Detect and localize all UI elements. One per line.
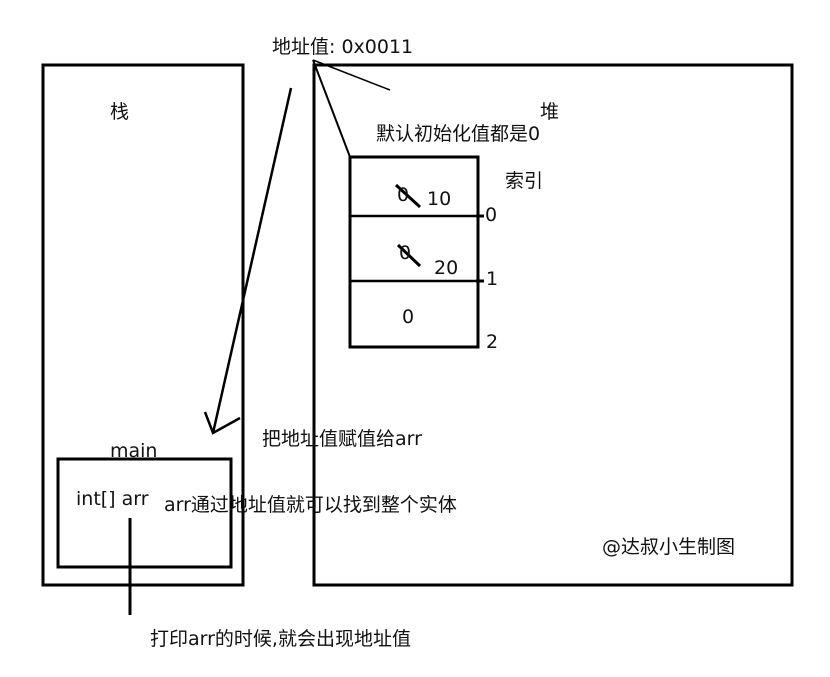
strike-mark-cell-1 bbox=[396, 243, 422, 268]
stack-region-box bbox=[41, 63, 245, 587]
main-frame-box bbox=[56, 457, 233, 569]
cell-0-value: 10 bbox=[427, 188, 452, 210]
address-value-label: 地址值: 0x0011 bbox=[272, 36, 414, 58]
cell-1-old-value: 0 bbox=[399, 242, 412, 264]
assign-note: 把地址值赋值给arr bbox=[262, 428, 422, 450]
cell-1-index: 1 bbox=[486, 268, 499, 290]
address-pointer-line bbox=[312, 59, 351, 158]
heap-region-box bbox=[312, 63, 794, 587]
array-box bbox=[348, 155, 480, 349]
array-declaration: int[] arr bbox=[76, 488, 149, 510]
stack-label: 栈 bbox=[110, 101, 130, 123]
strike-mark-cell-0 bbox=[394, 183, 422, 209]
cell-0-old-value: 0 bbox=[397, 184, 410, 206]
cell-0-index: 0 bbox=[485, 204, 498, 226]
heap-label: 堆 bbox=[540, 101, 560, 123]
access-note: arr通过地址值就可以找到整个实体 bbox=[164, 494, 457, 516]
default-init-note: 默认初始化值都是0 bbox=[376, 123, 541, 145]
main-frame-label: main bbox=[110, 440, 158, 462]
assign-arrow-head bbox=[203, 411, 241, 435]
index-label: 索引 bbox=[505, 170, 544, 192]
assign-arrow-line bbox=[211, 87, 293, 434]
cell-2-value: 0 bbox=[402, 306, 415, 328]
cell-2-index: 2 bbox=[486, 331, 499, 353]
address-leader-line bbox=[312, 59, 391, 91]
cell-1-value: 20 bbox=[434, 257, 459, 279]
credit-label: @达叔小生制图 bbox=[602, 536, 736, 558]
print-note: 打印arr的时候,就会出现地址值 bbox=[150, 628, 411, 650]
